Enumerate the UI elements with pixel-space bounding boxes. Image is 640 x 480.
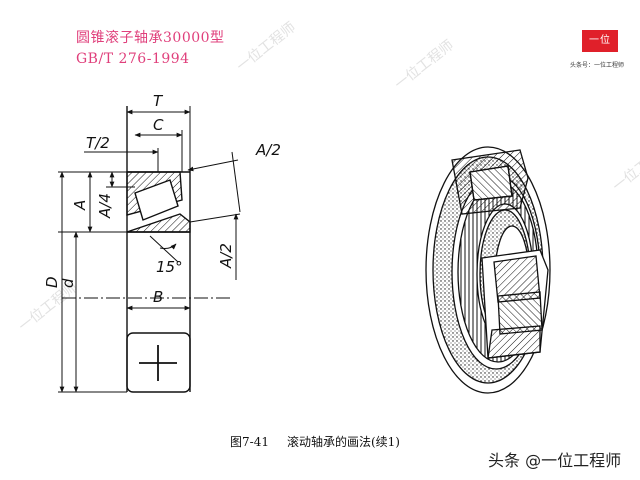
label-T: T: [153, 92, 164, 110]
simplified-symbol-box: [126, 332, 191, 393]
label-A-quarter: A/4: [96, 193, 114, 219]
standard-number: GB/T 276-1994: [76, 51, 190, 67]
label-A: A: [71, 200, 89, 211]
dimension-lines: [58, 106, 241, 393]
label-B: B: [153, 288, 163, 306]
label-C: C: [153, 116, 164, 134]
logo-caption: 头条号：一位工程师: [570, 62, 625, 69]
roller-section: [134, 179, 179, 221]
figure-number: 图7-41: [230, 435, 269, 449]
brand-logo: 一位: [582, 30, 618, 52]
label-d: d: [59, 278, 77, 288]
diagram-title: 圆锥滚子轴承30000型: [76, 30, 225, 46]
section-view: [62, 106, 230, 393]
inner-ring-section: [126, 213, 191, 233]
figure-caption: 图7-41 滚动轴承的画法(续1): [230, 433, 400, 450]
source-watermark: 头条 @一位工程师: [488, 451, 622, 470]
label-A-half: A/2: [255, 141, 281, 159]
label-T-half: T/2: [86, 134, 110, 152]
label-A-half-right: A/2: [217, 243, 235, 269]
label-angle: 15°: [156, 258, 183, 276]
pictorial-view: [425, 146, 551, 394]
figure-title: 滚动轴承的画法(续1): [286, 435, 400, 449]
label-D: D: [43, 276, 61, 288]
